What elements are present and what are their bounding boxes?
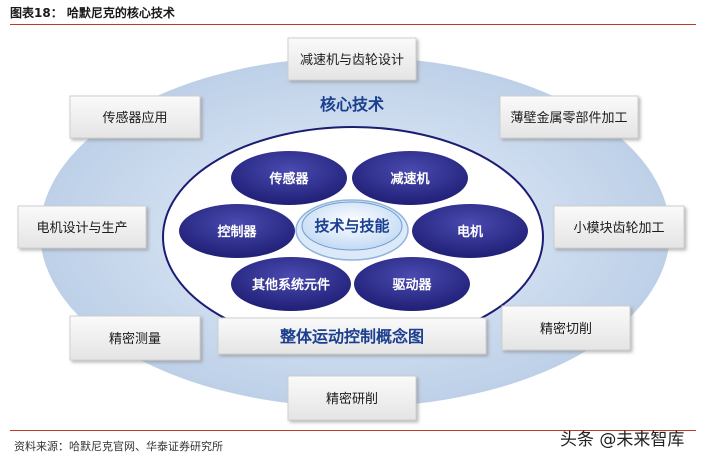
figure-title: 图表18： 哈默尼克的核心技术: [10, 6, 175, 20]
pill-motor: 电机: [412, 204, 528, 258]
svg-text:减速机: 减速机: [390, 171, 429, 187]
pill-controller: 控制器: [179, 204, 295, 258]
outer-box-thin-wall-metal-parts: 薄壁金属零部件加工: [499, 95, 639, 139]
outer-box-precision-measurement: 精密测量: [69, 315, 201, 361]
svg-text:驱动器: 驱动器: [392, 278, 432, 293]
overall-motion-control-bar: 整体运动控制概念图: [217, 317, 487, 355]
pill-reducer: 减速机: [352, 151, 468, 205]
outer-box-motor-design-production: 电机设计与生产: [17, 205, 147, 249]
svg-text:精密测量: 精密测量: [109, 331, 161, 347]
svg-text:精密研削: 精密研削: [326, 391, 378, 407]
outer-box-small-module-gear: 小模块齿轮加工: [553, 205, 685, 249]
svg-text:减速机与齿轮设计: 减速机与齿轮设计: [300, 53, 404, 68]
outer-box-precision-cutting: 精密切削: [501, 305, 631, 351]
core-technology-label: 核心技术: [320, 95, 384, 114]
svg-text:小模块齿轮加工: 小模块齿轮加工: [573, 221, 664, 236]
svg-text:其他系统元件: 其他系统元件: [252, 277, 330, 293]
svg-text:电机: 电机: [457, 224, 483, 240]
svg-text:传感器: 传感器: [268, 171, 309, 187]
watermark: 头条 @未来智库: [560, 430, 685, 450]
outer-box-reducer-gear-design: 减速机与齿轮设计: [287, 37, 417, 81]
source-note: 资料来源：哈默尼克官网、华泰证券研究所: [14, 440, 223, 453]
svg-text:控制器: 控制器: [217, 224, 257, 240]
top-divider: [10, 24, 696, 25]
pill-driver: 驱动器: [354, 257, 470, 311]
outer-box-sensor-application: 传感器应用: [69, 95, 201, 139]
outer-box-precision-grinding: 精密研削: [287, 375, 417, 421]
svg-text:精密切削: 精密切削: [540, 321, 592, 337]
svg-text:薄壁金属零部件加工: 薄壁金属零部件加工: [510, 110, 627, 126]
svg-text:传感器应用: 传感器应用: [102, 110, 167, 126]
pill-sensor: 传感器: [231, 151, 347, 205]
center-technology-skills: 技术与技能: [295, 199, 409, 261]
svg-text:电机设计与生产: 电机设计与生产: [36, 221, 127, 236]
svg-text:整体运动控制概念图: 整体运动控制概念图: [279, 327, 424, 346]
svg-text:技术与技能: 技术与技能: [314, 217, 389, 235]
bottom-divider: [10, 430, 696, 431]
pill-other-system-components: 其他系统元件: [231, 257, 351, 311]
